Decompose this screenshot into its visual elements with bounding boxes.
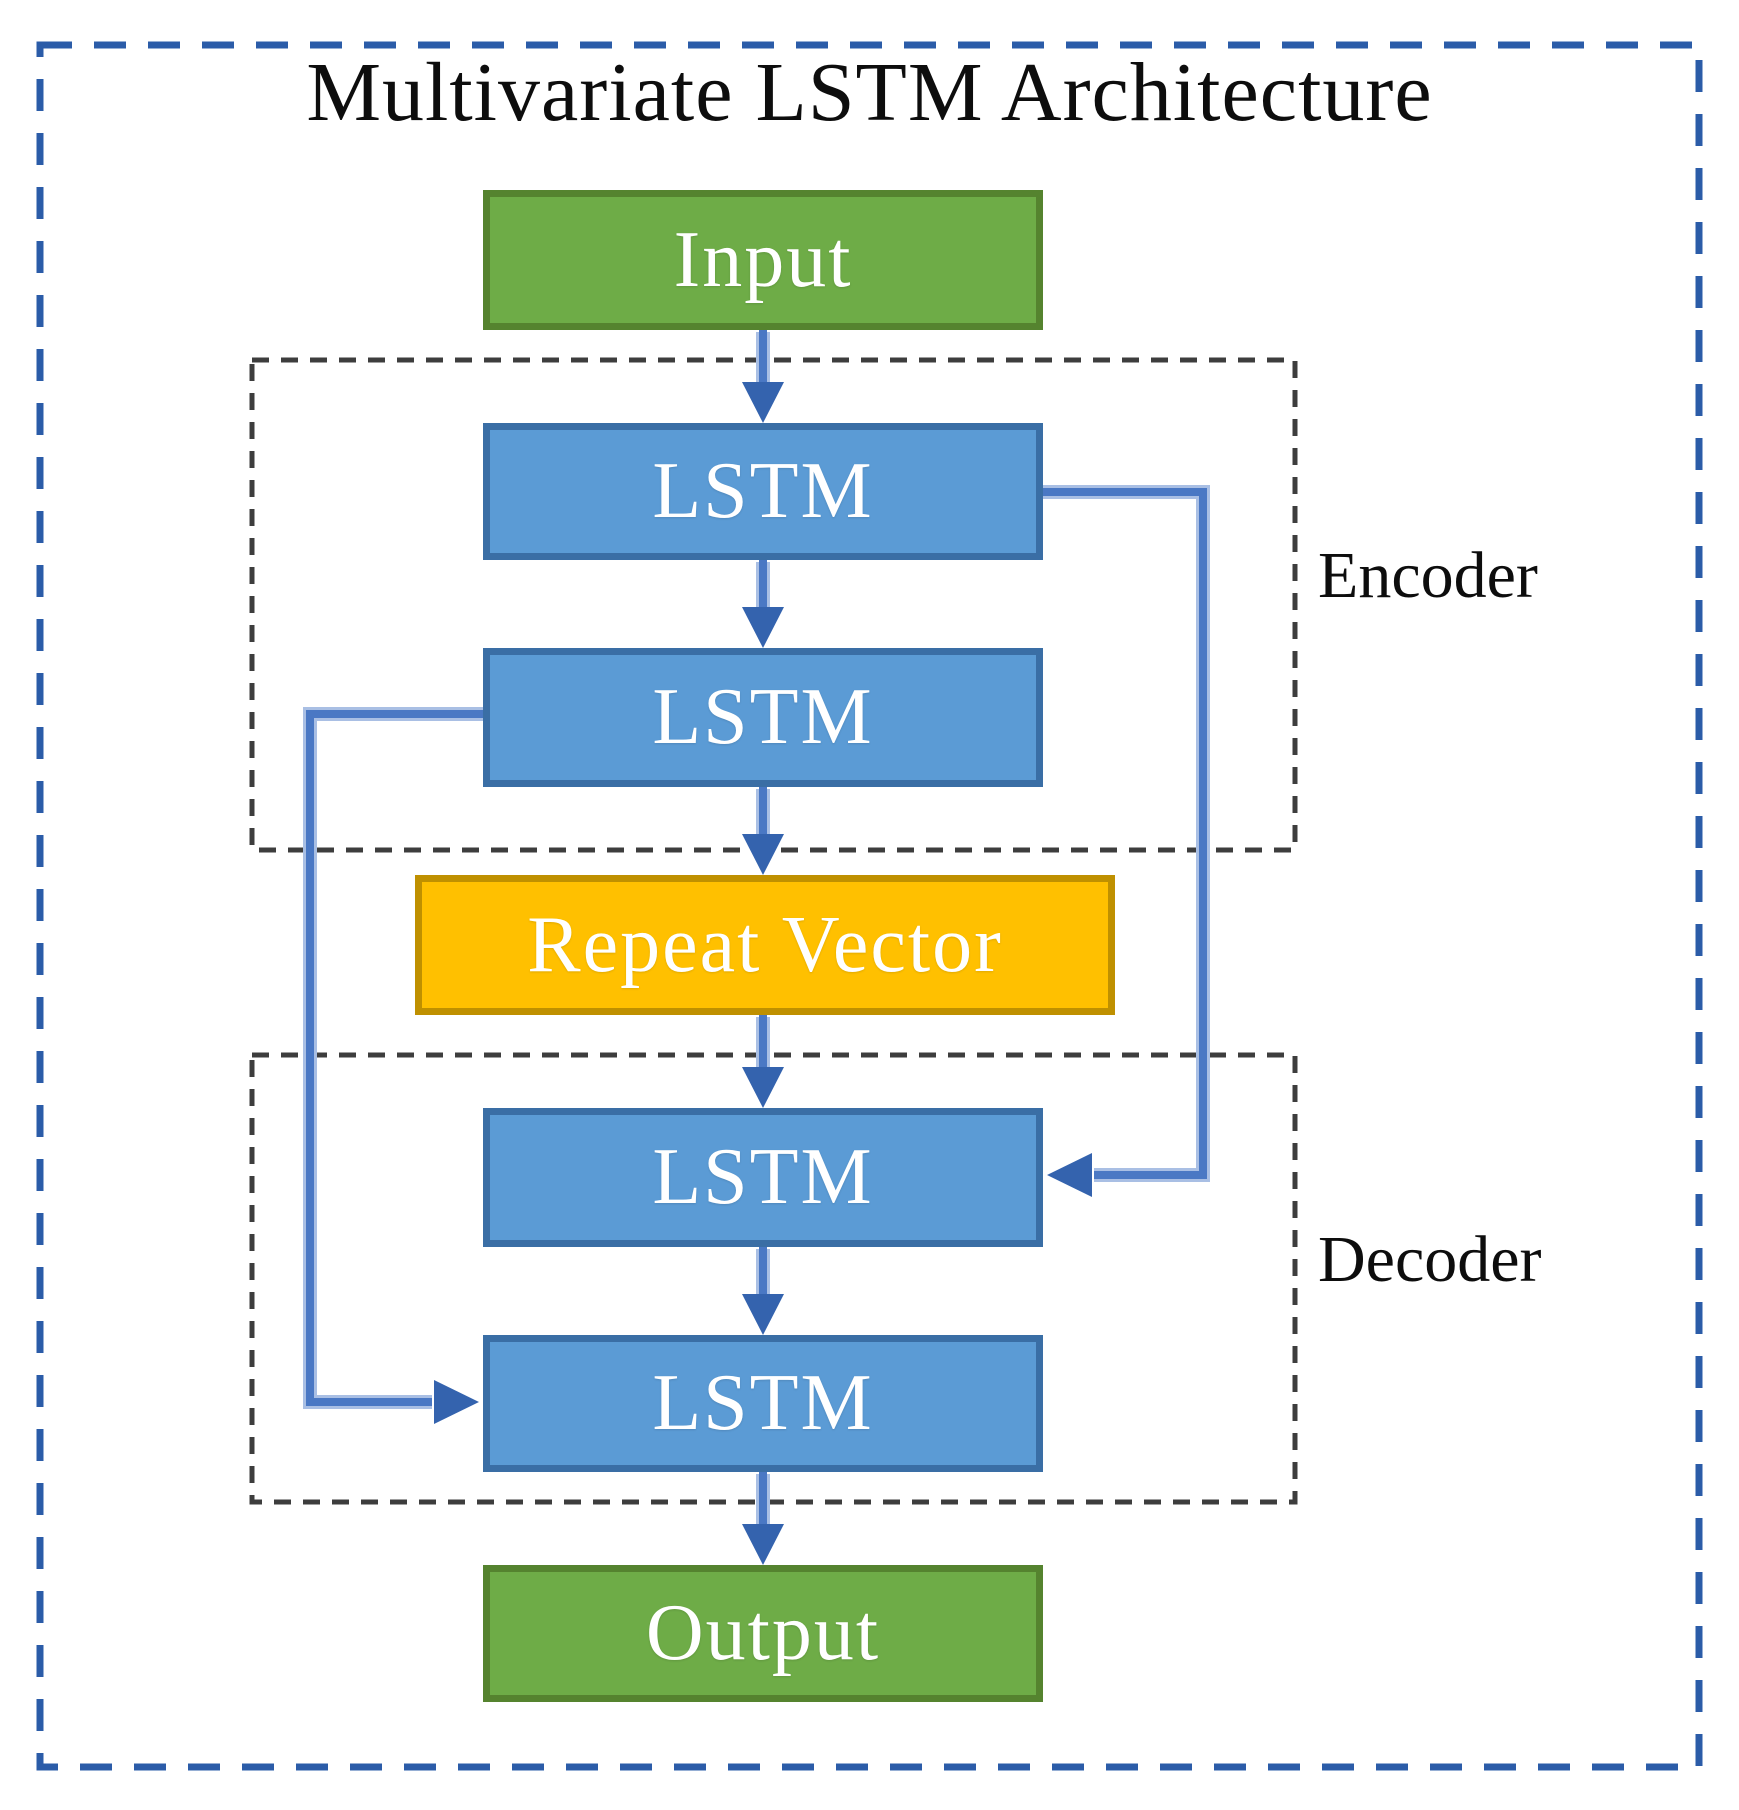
encoder-group-label: Encoder bbox=[1318, 539, 1538, 612]
arrowhead-into-lstm1 bbox=[742, 382, 784, 423]
input-node: Input bbox=[483, 190, 1043, 330]
state-connection-left bbox=[306, 710, 483, 1406]
state-connection-right bbox=[1043, 488, 1207, 1179]
arrowhead-into-lstm3 bbox=[742, 1067, 784, 1108]
encoder-lstm-1-label: LSTM bbox=[652, 447, 874, 535]
decoder-group-label: Decoder bbox=[1318, 1223, 1542, 1296]
encoder-lstm-2-label: LSTM bbox=[652, 673, 874, 761]
input-node-label: Input bbox=[673, 215, 853, 304]
arrowhead-state-left-into-lstm4 bbox=[434, 1380, 479, 1424]
repeat-vector-node: Repeat Vector bbox=[415, 875, 1115, 1015]
encoder-lstm-1-node: LSTM bbox=[483, 423, 1043, 560]
repeat-vector-label: Repeat Vector bbox=[527, 900, 1003, 989]
arrowhead-into-output bbox=[742, 1524, 784, 1565]
decoder-lstm-1-node: LSTM bbox=[483, 1108, 1043, 1247]
arrowhead-into-repeat-vector bbox=[742, 834, 784, 875]
output-node: Output bbox=[483, 1565, 1043, 1702]
decoder-lstm-2-label: LSTM bbox=[652, 1359, 874, 1447]
decoder-lstm-1-label: LSTM bbox=[652, 1133, 874, 1221]
arrowhead-into-lstm4 bbox=[742, 1294, 784, 1335]
arrowhead-state-right-into-lstm3 bbox=[1047, 1153, 1092, 1197]
arrowhead-into-lstm2 bbox=[742, 607, 784, 648]
decoder-lstm-2-node: LSTM bbox=[483, 1335, 1043, 1472]
diagram-title: Multivariate LSTM Architecture bbox=[306, 46, 1433, 139]
output-node-label: Output bbox=[645, 1589, 881, 1677]
state-connection-left-halo bbox=[303, 707, 483, 1409]
encoder-lstm-2-node: LSTM bbox=[483, 648, 1043, 787]
state-connection-right-halo bbox=[1043, 485, 1210, 1182]
